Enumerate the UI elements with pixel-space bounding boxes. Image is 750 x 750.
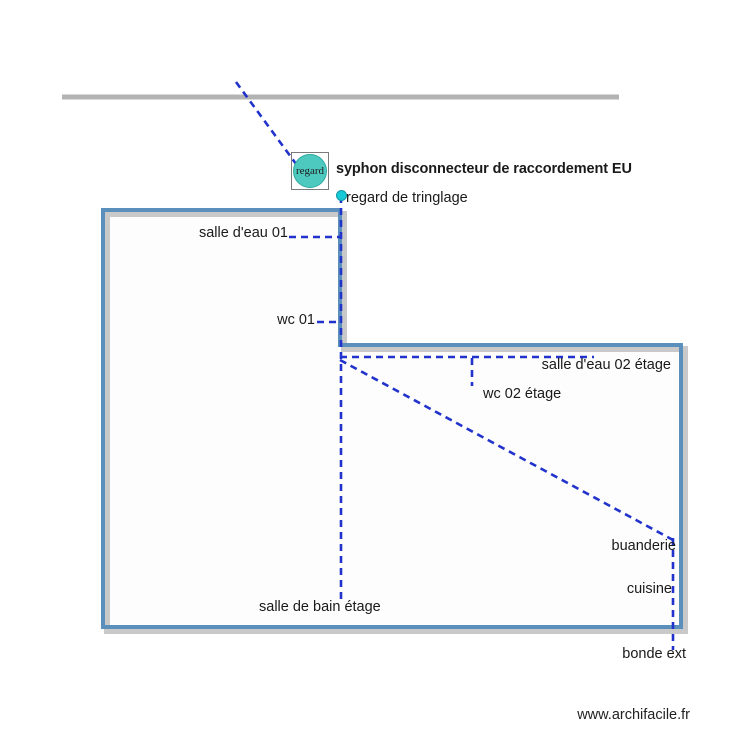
pipe-buanderie-diagonal xyxy=(339,358,674,542)
regard-circle-icon xyxy=(293,154,327,188)
pipe-street-to-regard xyxy=(234,81,301,169)
room-label-bonde-ext: bonde ext xyxy=(622,646,686,662)
room-label-salle-de-bain-etage: salle de bain étage xyxy=(259,599,381,615)
room-label-buanderie: buanderie xyxy=(611,538,677,554)
room-label-salle-d-eau-02-etage: salle d'eau 02 étage xyxy=(541,357,671,373)
room-label-cuisine: cuisine xyxy=(626,581,672,597)
regard-tringlage-node-icon[interactable] xyxy=(336,190,347,201)
building-interior-fill xyxy=(103,210,681,627)
site-watermark: www.archifacile.fr xyxy=(577,707,690,723)
room-label-wc-02-etage: wc 02 étage xyxy=(483,386,562,402)
regard-tringlage-label: regard de tringlage xyxy=(346,190,468,206)
syphon-disconnecteur-label: syphon disconnecteur de raccordement EU xyxy=(336,161,632,177)
building-wall-shadow xyxy=(104,211,688,634)
regard-symbol-box[interactable]: regard xyxy=(291,152,329,190)
room-label-salle-d-eau-01: salle d'eau 01 xyxy=(198,225,288,241)
room-label-wc-01: wc 01 xyxy=(277,312,315,328)
regard-symbol-label: regard xyxy=(295,165,325,177)
